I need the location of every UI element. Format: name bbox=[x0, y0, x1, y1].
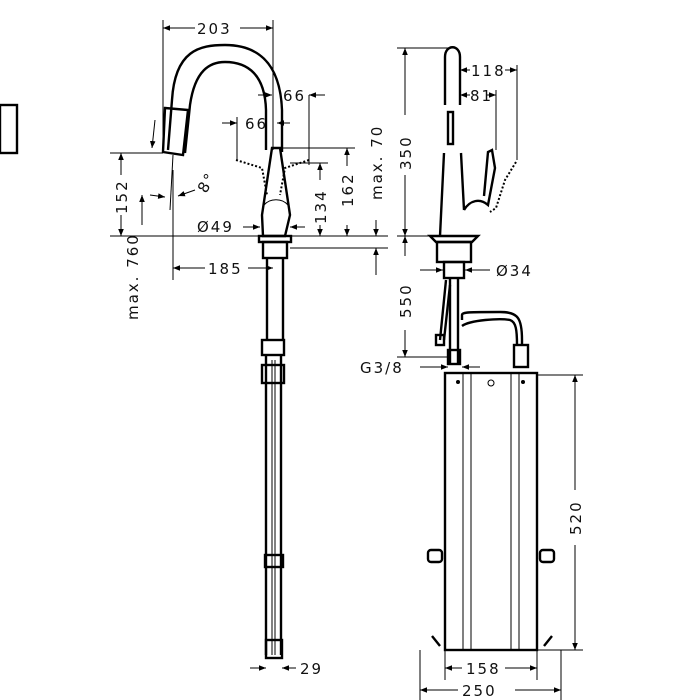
side-view-labels: 203 66 66 152 max. 760 8° Ø49 134 162 ma… bbox=[113, 20, 386, 678]
dim-250: 250 bbox=[462, 682, 497, 700]
dim-max-760: max. 760 bbox=[124, 233, 142, 320]
front-view-labels: 350 118 81 Ø34 550 G3/8 520 158 250 bbox=[360, 62, 585, 700]
dim-158: 158 bbox=[466, 660, 501, 678]
dim-520: 520 bbox=[567, 500, 585, 535]
dim-152: 152 bbox=[113, 179, 131, 214]
dim-diameter-49: Ø49 bbox=[197, 218, 234, 236]
dim-350: 350 bbox=[397, 135, 415, 170]
dim-81: 81 bbox=[470, 87, 493, 105]
front-view-faucet bbox=[0, 46, 530, 369]
dim-162: 162 bbox=[339, 172, 357, 207]
dim-134: 134 bbox=[312, 189, 330, 224]
dim-203: 203 bbox=[197, 20, 232, 38]
thread-g3-8: G3/8 bbox=[360, 359, 404, 377]
side-view-faucet bbox=[161, 43, 310, 660]
dim-angle-8: 8° bbox=[194, 169, 220, 196]
dim-66-outer: 66 bbox=[283, 87, 306, 105]
dim-diameter-34: Ø34 bbox=[496, 262, 533, 280]
front-view-dimension-lines bbox=[397, 47, 583, 700]
dim-550: 550 bbox=[397, 283, 415, 318]
dim-29: 29 bbox=[300, 660, 323, 678]
mounting-template bbox=[426, 371, 556, 652]
dim-118: 118 bbox=[471, 62, 506, 80]
dim-185: 185 bbox=[208, 260, 243, 278]
dim-66-inner: 66 bbox=[245, 115, 268, 133]
side-view-dimension-lines bbox=[110, 20, 388, 671]
dim-max-70: max. 70 bbox=[368, 125, 386, 200]
